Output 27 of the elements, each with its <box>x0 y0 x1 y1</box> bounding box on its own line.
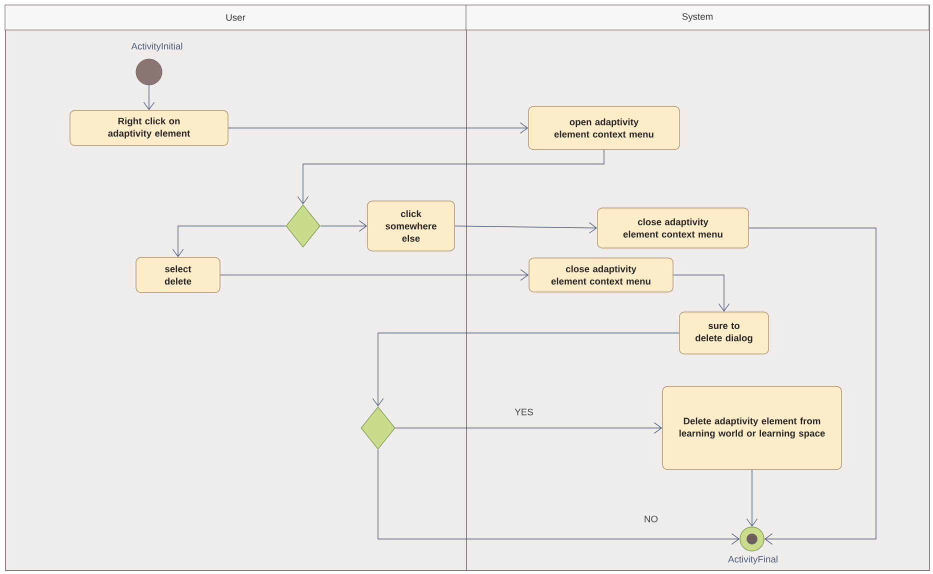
arrow <box>378 449 740 545</box>
arrow <box>372 332 680 406</box>
edge-label: YES <box>513 408 535 416</box>
arrow <box>395 422 662 434</box>
action-box: sure to delete dialog <box>679 312 769 354</box>
node-caption: ActivityFinal <box>728 556 778 564</box>
arrow <box>748 228 876 545</box>
action-box: Right click on adaptivity element <box>70 110 228 146</box>
action-box: click somewhere else <box>367 200 455 252</box>
arrow <box>220 269 529 281</box>
edge-label: NO <box>642 514 660 524</box>
arrow <box>172 226 286 258</box>
arrow <box>746 470 758 527</box>
arrow <box>228 122 528 134</box>
arrow <box>320 220 368 232</box>
action-box: Delete adaptivity element from learning world or learning space <box>662 386 842 470</box>
action-box: close adaptivity element context menu <box>597 208 749 248</box>
arrow <box>673 274 730 312</box>
action-box: close adaptivity element context menu <box>528 258 674 292</box>
arrow <box>143 84 155 110</box>
arrow <box>454 222 598 234</box>
node-caption: ActivityInitial <box>131 42 182 52</box>
arrow <box>297 150 604 204</box>
final-node <box>740 526 764 552</box>
initial-node <box>136 58 162 86</box>
action-box: open adaptivity element context menu <box>528 106 680 150</box>
action-box: select delete <box>136 257 220 293</box>
